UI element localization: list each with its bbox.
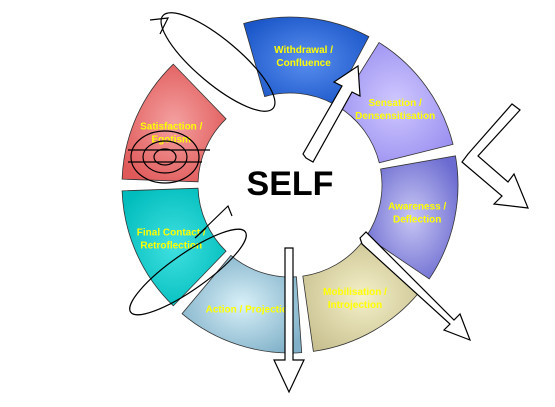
segment-label-satisfaction: Satisfaction / Egotism	[140, 122, 202, 146]
segment-sensation	[338, 41, 454, 164]
spiral-inner-satisfaction-icon	[142, 140, 188, 174]
spiral-core-satisfaction-icon	[153, 148, 177, 166]
segment-label-line: Densensitisation	[355, 111, 435, 122]
segment-label-line: Mobilisation /	[323, 287, 387, 298]
segment-label-line: Final Contact /	[137, 227, 206, 238]
segment-label-mobilisation: Mobilisation / Introjection	[323, 287, 387, 311]
segment-label-line: Egotism	[152, 135, 192, 146]
segment-action	[181, 254, 303, 354]
arrow-action-icon	[273, 247, 305, 394]
loop-arrow-final-contact-icon	[129, 228, 247, 316]
segment-label-awareness: Awareness / Deflection	[388, 202, 446, 226]
segment-label-action: Action / Projection	[206, 305, 294, 316]
segment-label-line: Satisfaction /	[140, 122, 202, 133]
segment-awareness	[365, 155, 459, 280]
arrow-mobilisation-icon	[359, 231, 472, 342]
loop-arrowhead-final-contact-icon	[194, 204, 233, 239]
segment-label-line: Retroflection	[140, 240, 202, 251]
segment-label-sensation: Sensation / Densensitisation	[355, 98, 435, 122]
segment-label-line: Introjection	[328, 300, 382, 311]
segment-label-line: Confluence	[276, 58, 331, 69]
loop-arrow-withdrawal-icon	[160, 12, 276, 112]
spiral-satisfaction-icon	[130, 130, 200, 184]
decorative-arrows	[128, 12, 529, 394]
segment-label-final-contact: Final Contact / Retroflection	[137, 227, 206, 251]
segment-label-line: Awareness /	[388, 202, 446, 213]
segment-label-line: Sensation /	[368, 98, 422, 109]
segment-label-line: Withdrawal /	[274, 45, 333, 56]
arrow-awareness-icon	[461, 103, 529, 209]
segment-label-withdrawal: Withdrawal / Confluence	[274, 45, 333, 69]
center-label: SELF	[247, 165, 334, 203]
spiral-arrow-satisfaction-icon	[128, 149, 210, 163]
segment-label-line: Deflection	[393, 215, 441, 226]
arrow-sensation-icon	[302, 64, 361, 163]
loop-arrowhead-withdrawal-icon	[149, 17, 170, 35]
segment-label-line: Action / Projection	[206, 305, 294, 316]
